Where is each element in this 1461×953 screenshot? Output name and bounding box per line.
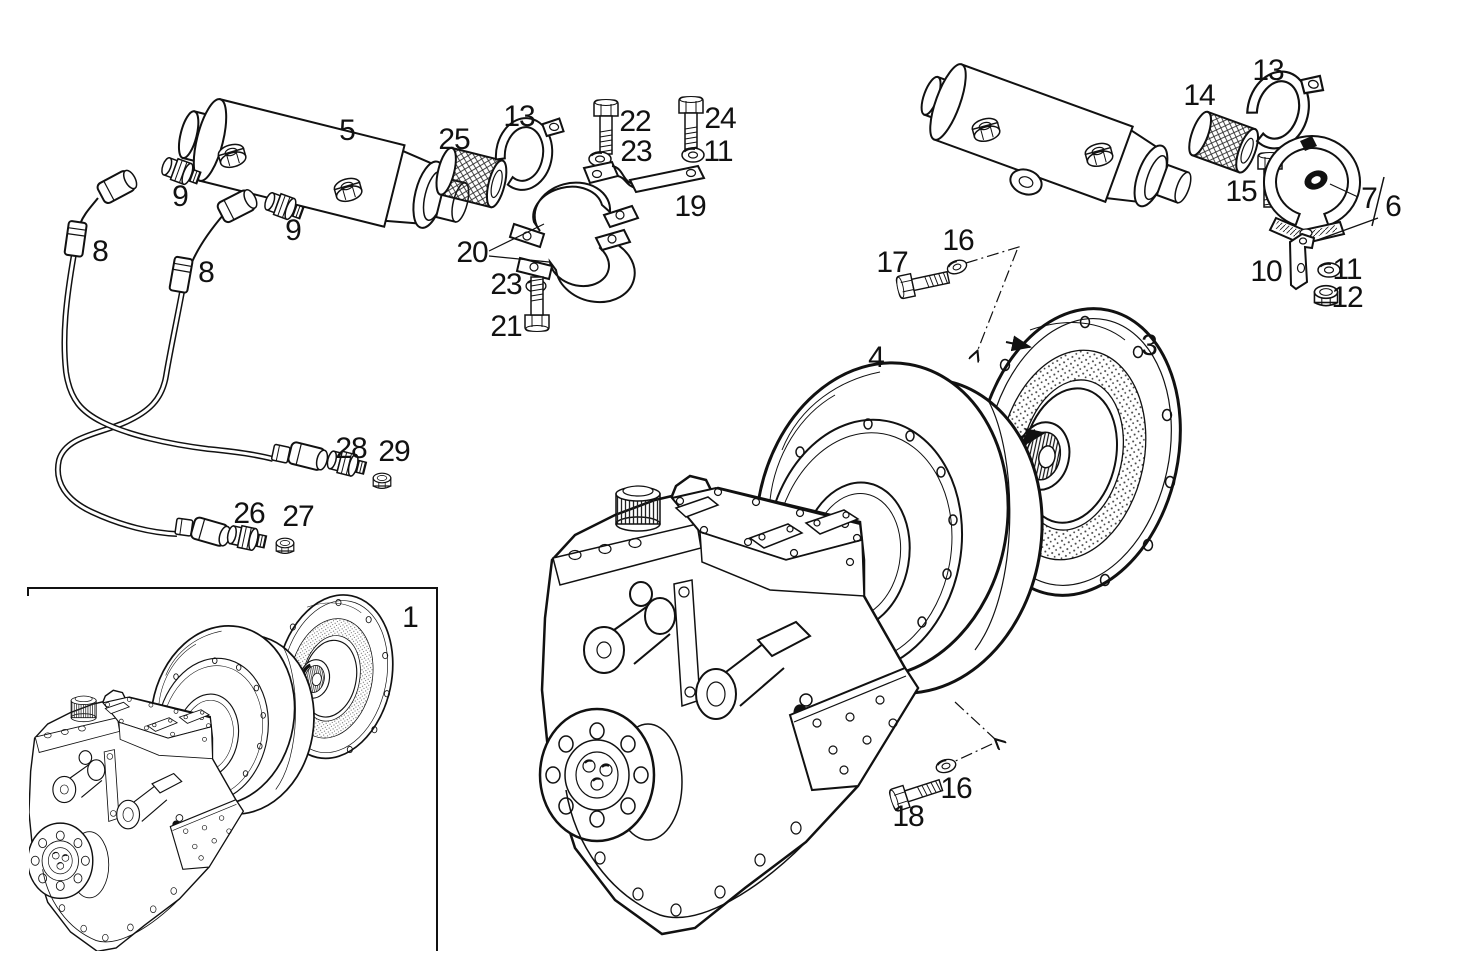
cylinder-right-assembly <box>920 59 1385 307</box>
callout-23-top: 23 <box>620 135 652 168</box>
mounting-plate <box>788 666 920 792</box>
callout-5: 5 <box>339 114 356 147</box>
callout-11-right: 11 <box>1332 253 1362 286</box>
complete-unit-1 <box>29 589 410 951</box>
hose-elbow-fitting <box>94 166 141 206</box>
bolt-24 <box>678 95 704 152</box>
sleeve-14 <box>1188 110 1259 174</box>
inset-box <box>27 587 438 951</box>
callout-11-top: 11 <box>703 135 733 168</box>
callout-17: 17 <box>876 246 908 279</box>
bracket-hardware-group <box>488 95 706 333</box>
callout-16-bottom: 16 <box>940 772 972 805</box>
callout-14: 14 <box>1183 79 1215 112</box>
sleeve-25 <box>435 146 508 209</box>
pipe-clamp-20-lower <box>515 228 636 304</box>
callout-29: 29 <box>378 435 410 468</box>
cylinder-5-assembly <box>158 98 567 229</box>
callout-9-right: 9 <box>285 214 302 247</box>
washer-11-upper <box>680 146 706 164</box>
grommet-7 <box>1304 170 1328 190</box>
callout-23-lower: 23 <box>490 268 522 301</box>
callout-13-right: 13 <box>1252 54 1284 87</box>
callout-22: 22 <box>619 105 651 138</box>
nut-27 <box>275 537 295 555</box>
callout-1: 1 <box>402 601 419 634</box>
main-assembly <box>538 307 1182 936</box>
callout-4: 4 <box>868 341 885 374</box>
callout-19: 19 <box>674 190 706 223</box>
hose-ferrule <box>270 443 292 464</box>
callout-6: 6 <box>1385 190 1402 223</box>
callout-8-right: 8 <box>198 256 215 289</box>
hose-end-fitting <box>286 440 331 473</box>
callout-27: 27 <box>282 500 314 533</box>
hoses-8 <box>54 166 392 555</box>
callout-24: 24 <box>704 102 736 135</box>
callout-9-left: 9 <box>172 180 189 213</box>
output-flange <box>538 707 683 843</box>
callout-10: 10 <box>1250 255 1282 288</box>
filler-cap <box>615 485 661 532</box>
bolt-22 <box>593 98 619 155</box>
washer-16-mid <box>944 256 970 278</box>
gearbox-housing <box>538 474 920 936</box>
nut-29 <box>372 472 392 489</box>
bracket-10 <box>1288 232 1316 291</box>
callout-13-left: 13 <box>503 100 535 133</box>
callout-18: 18 <box>892 800 924 833</box>
callout-7: 7 <box>1361 182 1378 215</box>
bolt-17-group <box>894 245 1023 352</box>
lug <box>1009 168 1043 196</box>
callout-12: 12 <box>1331 281 1363 314</box>
assembly-arrows <box>1005 335 1046 444</box>
callout-21: 21 <box>490 310 522 343</box>
callout-20: 20 <box>456 236 488 269</box>
hose-ferrule <box>63 219 88 258</box>
strap-19 <box>582 160 706 194</box>
callout-3: 3 <box>1141 329 1158 362</box>
pipe-clamp-20-upper <box>508 181 640 249</box>
callout-26: 26 <box>233 497 265 530</box>
hose-ferrule <box>168 255 194 295</box>
clamp-bracket-6 <box>1263 135 1361 246</box>
callout-16-mid: 16 <box>942 224 974 257</box>
callout-25: 25 <box>438 123 470 156</box>
callout-8-left: 8 <box>92 235 109 268</box>
callout-28: 28 <box>335 432 367 465</box>
bolt-18-group <box>887 701 996 813</box>
hose-end-fitting <box>188 515 234 550</box>
callout-15: 15 <box>1225 175 1257 208</box>
shift-levers <box>583 579 701 708</box>
